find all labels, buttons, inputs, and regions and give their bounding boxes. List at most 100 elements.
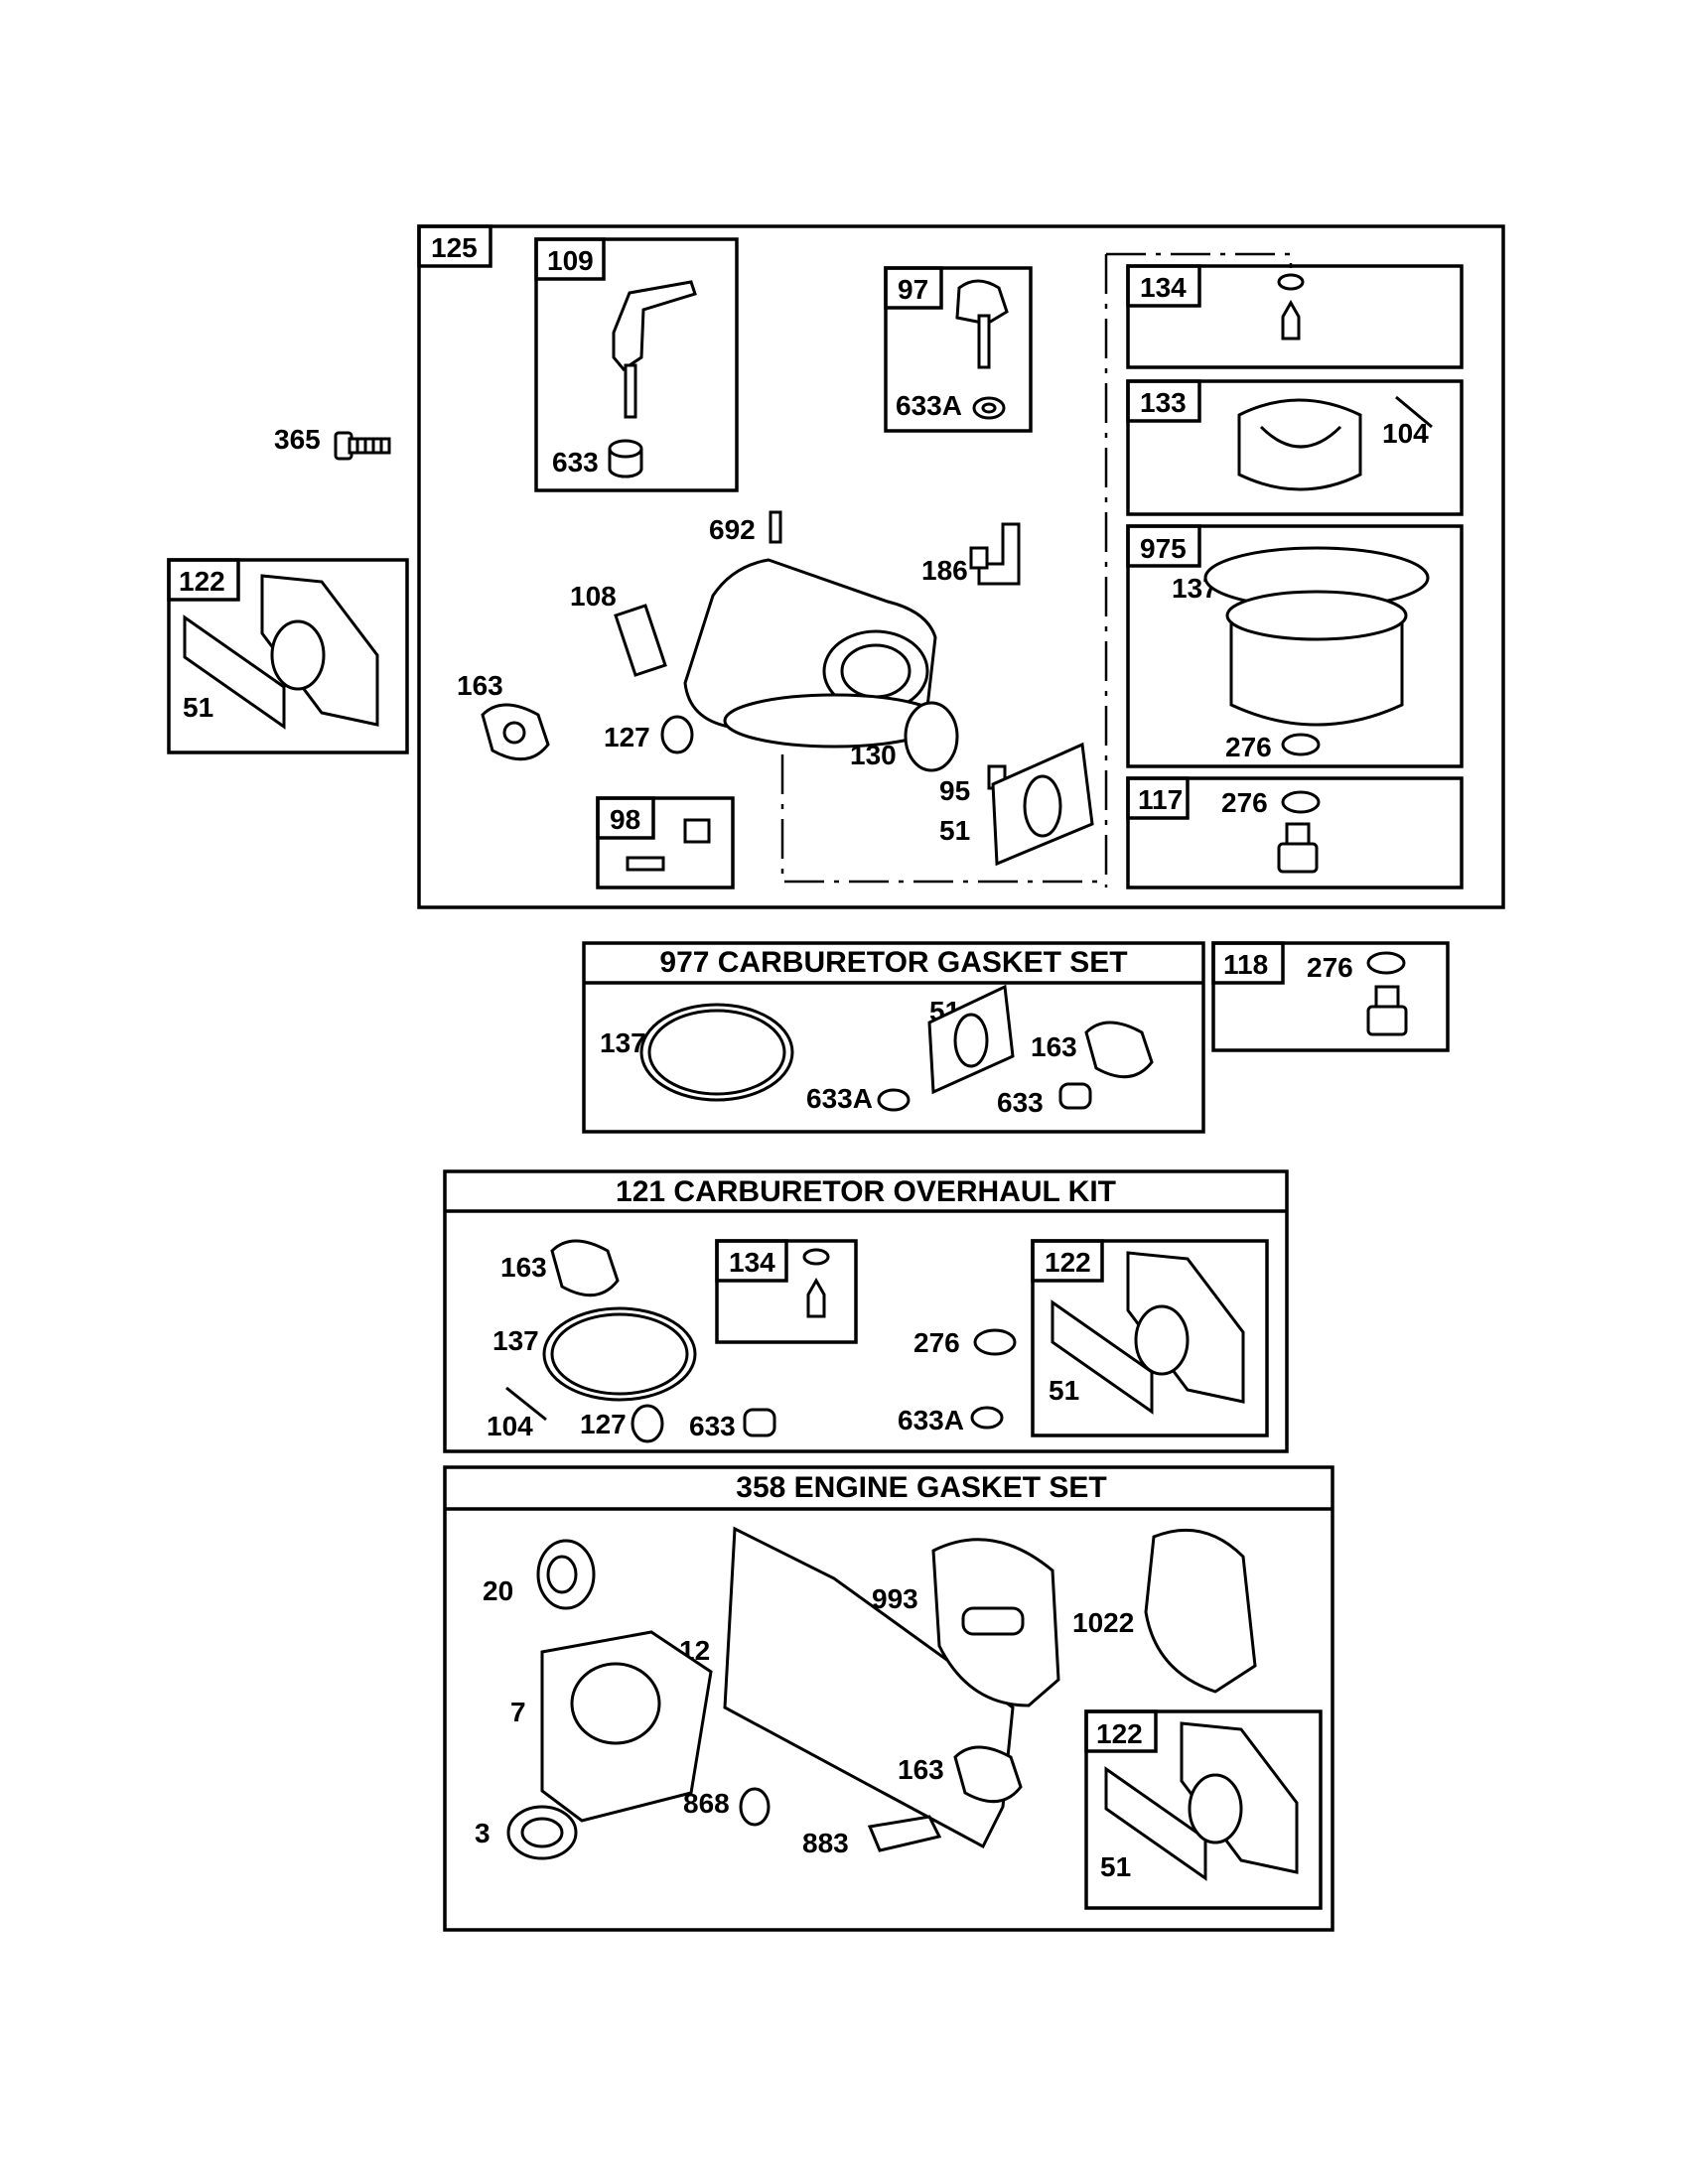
needle-valve-134-icon bbox=[1277, 273, 1305, 341]
eg-label-122: 122 bbox=[1096, 1718, 1143, 1749]
box-117-tag bbox=[1126, 776, 1190, 820]
bowl-nut-118-icon bbox=[1366, 985, 1408, 1036]
eg-manifold-122-icon bbox=[1104, 1721, 1299, 1881]
ok-box-134-tag bbox=[715, 1239, 788, 1283]
overhaul-kit-frame bbox=[443, 1169, 1289, 1453]
label-163: 163 bbox=[457, 670, 503, 701]
eg-gasket-1022-icon bbox=[1144, 1528, 1257, 1694]
label-276-975: 276 bbox=[1225, 732, 1272, 762]
leader-carb bbox=[780, 754, 1100, 884]
label-51-main: 51 bbox=[939, 815, 970, 846]
label-633a-97: 633A bbox=[896, 390, 962, 421]
gs-label-163: 163 bbox=[1031, 1031, 1077, 1062]
eg-gasket-993-icon bbox=[931, 1538, 1060, 1707]
box-118-tag bbox=[1211, 941, 1285, 985]
label-186: 186 bbox=[921, 555, 968, 586]
ok-label-633: 633 bbox=[689, 1411, 736, 1441]
ok-gasket-163-icon bbox=[550, 1239, 620, 1297]
label-118: 118 bbox=[1223, 949, 1268, 980]
group-125-tag bbox=[417, 224, 492, 268]
plug-127-icon bbox=[660, 715, 694, 754]
box-134 bbox=[1126, 264, 1464, 369]
ok-label-134: 134 bbox=[729, 1247, 775, 1278]
eg-label-163: 163 bbox=[898, 1754, 944, 1785]
choke-shaft-109-icon bbox=[612, 280, 697, 419]
label-104: 104 bbox=[1382, 418, 1429, 449]
box-975-tag bbox=[1126, 524, 1201, 568]
eg-gasket-163-icon bbox=[953, 1745, 1023, 1804]
label-109: 109 bbox=[547, 245, 594, 276]
engine-gasket-set-title: 358 ENGINE GASKET SET bbox=[736, 1471, 1106, 1504]
group-122-frame bbox=[167, 558, 409, 754]
eg-label-3: 3 bbox=[475, 1818, 491, 1848]
label-130: 130 bbox=[850, 740, 897, 770]
pin-104-icon bbox=[1395, 395, 1433, 429]
ok-label-163: 163 bbox=[500, 1252, 547, 1283]
gs-seal-633a-icon bbox=[877, 1088, 911, 1112]
box-133-tag bbox=[1126, 379, 1201, 423]
eg-label-7: 7 bbox=[510, 1697, 526, 1727]
eg-box-122-tag bbox=[1084, 1709, 1158, 1753]
bowl-nut-117-icon bbox=[1277, 822, 1319, 874]
gs-label-137: 137 bbox=[600, 1027, 646, 1058]
eg-label-993: 993 bbox=[872, 1583, 918, 1614]
gasket-163-icon bbox=[481, 703, 550, 761]
group-125-label: 125 bbox=[431, 232, 478, 263]
ok-seal-633-icon bbox=[743, 1408, 776, 1437]
gasket-51-icon bbox=[991, 742, 1094, 867]
eg-oil-seal-20-icon bbox=[536, 1539, 596, 1610]
overhaul-kit-title: 121 CARBURETOR OVERHAUL KIT bbox=[616, 1175, 1116, 1208]
label-692: 692 bbox=[709, 514, 756, 545]
box-98-tag bbox=[596, 796, 655, 840]
label-276-117: 276 bbox=[1221, 787, 1268, 818]
ok-label-633a: 633A bbox=[898, 1405, 964, 1435]
eg-label-51: 51 bbox=[1100, 1851, 1131, 1882]
washer-276-118-icon bbox=[1366, 951, 1406, 975]
label-97: 97 bbox=[898, 274, 928, 305]
box-975 bbox=[1126, 524, 1464, 768]
float-bowl-975-icon bbox=[1203, 546, 1430, 727]
label-134: 134 bbox=[1140, 272, 1187, 303]
label-117: 117 bbox=[1138, 784, 1183, 815]
label-108: 108 bbox=[570, 581, 617, 612]
label-127: 127 bbox=[604, 722, 650, 752]
float-133-icon bbox=[1237, 398, 1362, 491]
box-134-tag bbox=[1126, 264, 1201, 308]
group-122-tag bbox=[167, 558, 240, 602]
ok-manifold-122-icon bbox=[1051, 1251, 1245, 1415]
eg-crankcase-gasket-12-icon bbox=[723, 1526, 1015, 1849]
washer-276-117-icon bbox=[1281, 790, 1321, 814]
leader-134 bbox=[1106, 252, 1293, 268]
label-122: 122 bbox=[179, 566, 225, 597]
gs-gasket-163-icon bbox=[1084, 1021, 1154, 1079]
fuel-fitting-186-icon bbox=[969, 522, 1021, 586]
label-51-side: 51 bbox=[183, 692, 213, 723]
engine-gasket-set-frame bbox=[443, 1465, 1334, 1932]
carburetor-body-icon bbox=[683, 558, 945, 749]
eg-label-20: 20 bbox=[483, 1575, 513, 1606]
gasket-set-frame bbox=[582, 941, 1205, 1134]
ok-pin-104-icon bbox=[505, 1386, 547, 1422]
label-98: 98 bbox=[610, 804, 640, 835]
idle-screw-98-icon bbox=[626, 818, 711, 872]
intake-manifold-122-icon bbox=[183, 574, 379, 730]
eg-label-868: 868 bbox=[683, 1788, 730, 1819]
seal-633-icon bbox=[608, 439, 643, 478]
ok-plug-127-icon bbox=[631, 1404, 664, 1443]
ok-needle-134-icon bbox=[802, 1248, 830, 1318]
throttle-shaft-97-icon bbox=[955, 279, 1009, 369]
ok-label-122: 122 bbox=[1045, 1247, 1091, 1278]
ok-label-137: 137 bbox=[492, 1325, 539, 1356]
box-109-tag bbox=[534, 237, 606, 281]
ok-label-276: 276 bbox=[913, 1327, 960, 1358]
label-276-118: 276 bbox=[1307, 952, 1353, 983]
ok-label-127: 127 bbox=[580, 1409, 627, 1439]
eg-label-883: 883 bbox=[802, 1828, 849, 1858]
label-365: 365 bbox=[274, 424, 321, 455]
gasket-set-title: 977 CARBURETOR GASKET SET bbox=[659, 946, 1127, 979]
gs-seal-633-icon bbox=[1058, 1082, 1092, 1110]
gs-label-633a: 633A bbox=[806, 1083, 873, 1114]
washer-276-icon bbox=[1281, 733, 1321, 756]
eg-box-122 bbox=[1084, 1709, 1323, 1910]
